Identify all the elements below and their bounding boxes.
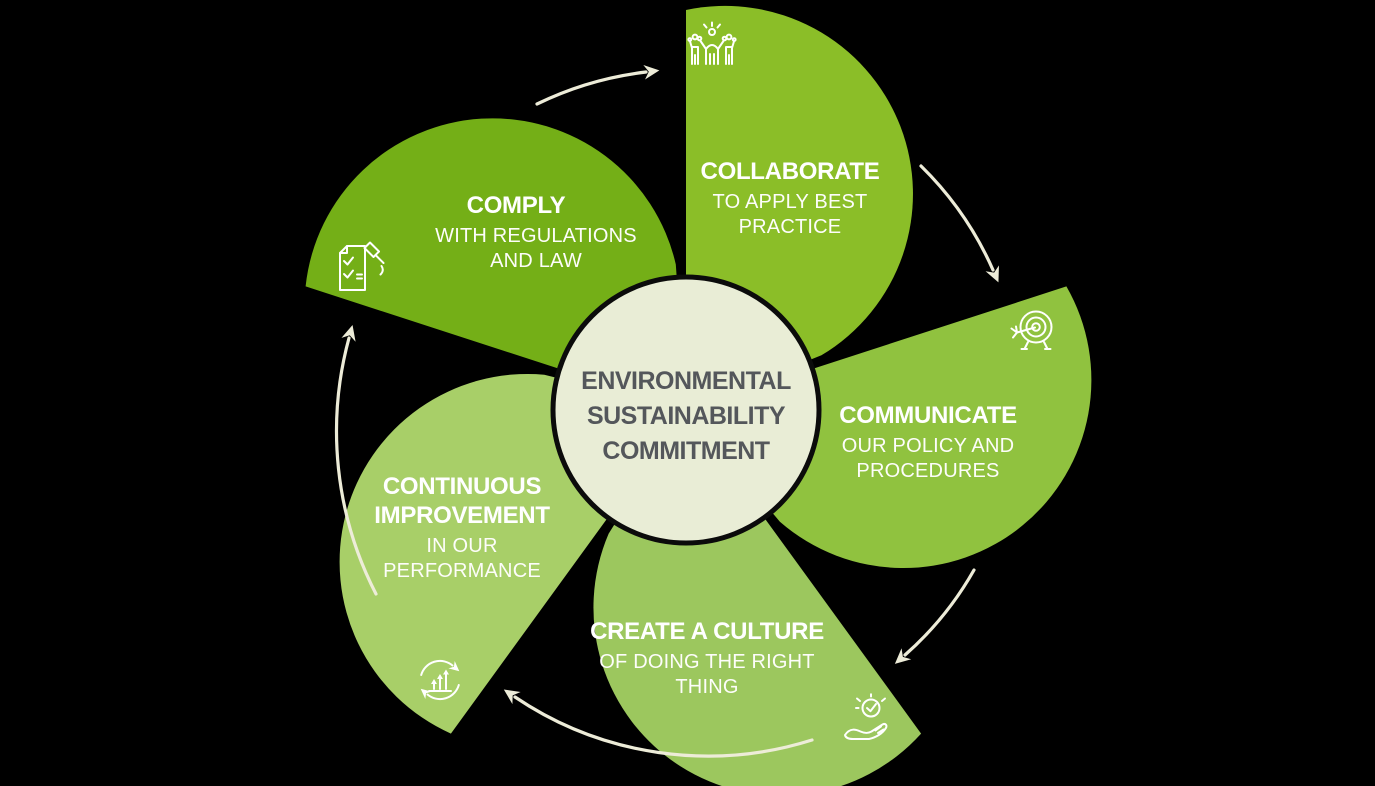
hand-check-icon	[844, 693, 888, 740]
flow-arrow-continuous-to-comply	[334, 324, 378, 596]
flow-arrow-communicate-to-create	[894, 568, 976, 664]
document-gavel-icon	[339, 241, 385, 291]
flow-arrow-comply-to-collaborate	[535, 64, 660, 106]
target-icon	[1010, 310, 1053, 350]
flow-arrow-create-to-continuous	[503, 689, 814, 758]
center-circle	[550, 274, 822, 546]
people-celebration-icon	[687, 21, 737, 65]
growth-cycle-icon	[420, 659, 460, 701]
flow-arrow-collaborate-to-communicate	[919, 164, 999, 283]
